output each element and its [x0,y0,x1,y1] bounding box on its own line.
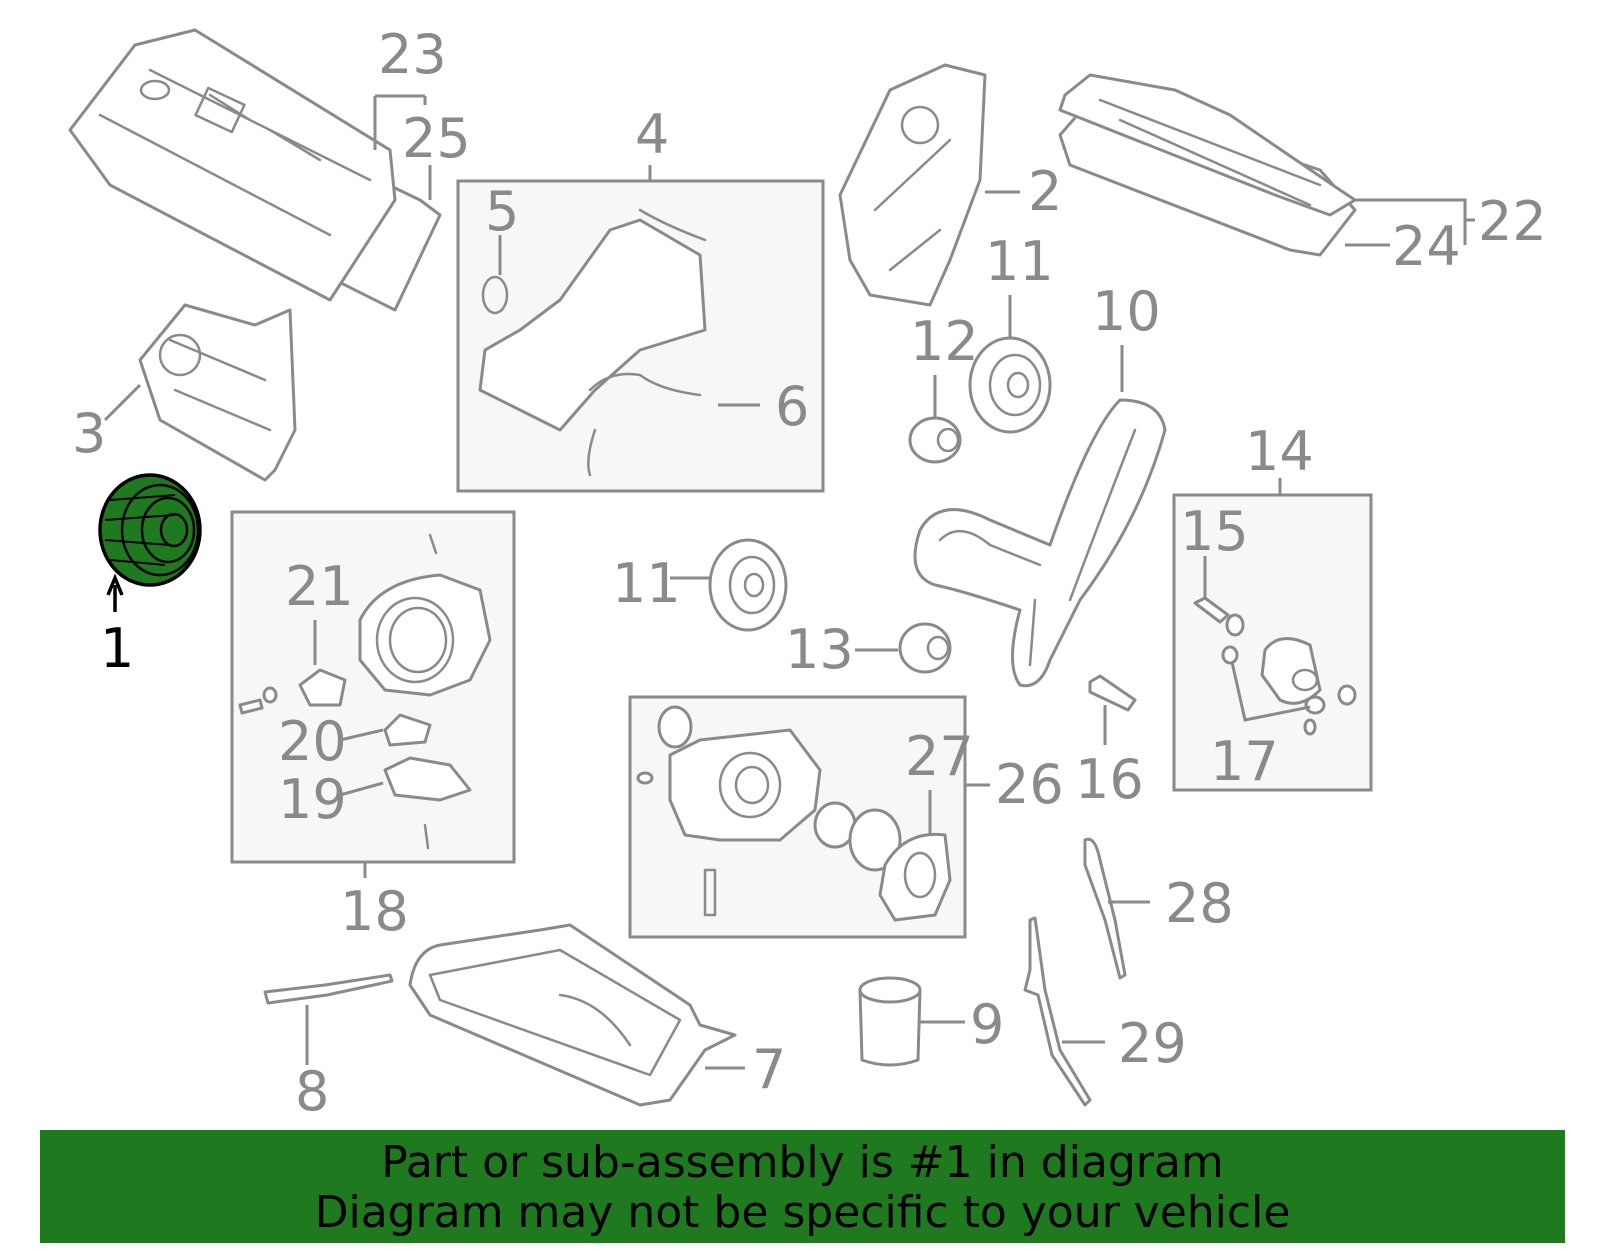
tensioner-part [1193,596,1357,736]
callout-11-upper: 11 [985,230,1054,293]
cam-sprocket-upper-part [968,336,1052,434]
timing-cover-gasket-part [478,208,707,477]
callout-10: 10 [1092,280,1161,343]
dipstick-28-part [1083,837,1127,980]
callout-27: 27 [905,725,974,788]
cylinder-head-cover-part [1058,73,1357,257]
leader-19 [339,781,384,797]
callout-14: 14 [1245,420,1314,483]
callout-6: 6 [775,375,809,438]
idler-pulley-part [908,416,962,464]
timing-cover-upper-part [838,63,987,307]
callout-18: 18 [340,880,409,943]
leader-17 [1230,661,1311,722]
callout-24: 24 [1392,215,1461,278]
timing-belt-part [913,398,1167,688]
callout-21: 21 [285,555,354,618]
dipstick-tube-8-part [263,973,394,1005]
callout-11-lower: 11 [612,552,681,615]
callout-28: 28 [1165,872,1234,935]
callout-17: 17 [1210,730,1279,793]
callout-4: 4 [635,103,669,166]
group-box-18 [230,510,516,864]
leader-3 [103,383,142,422]
callout-9: 9 [970,993,1004,1056]
callout-13: 13 [785,618,854,681]
info-banner: Part or sub-assembly is #1 in diagram Di… [40,1130,1565,1243]
oil-filter-part [858,976,922,1067]
banner-line-1: Part or sub-assembly is #1 in diagram [381,1137,1224,1188]
banner-line-2: Diagram may not be specific to your vehi… [314,1187,1291,1238]
callout-12: 12 [910,310,979,373]
throttle-body-part [238,533,492,850]
callout-19: 19 [278,768,347,831]
crank-sprocket-part [708,538,788,632]
callout-15: 15 [1180,500,1249,563]
crankshaft-pulley-part [98,473,202,587]
oil-pump-part [636,705,952,922]
callout-29: 29 [1118,1012,1187,1075]
callout-2: 2 [1028,160,1062,223]
callout-7: 7 [752,1038,786,1101]
timing-cover-lower-part [138,303,297,482]
bolt-16-part [1088,674,1137,712]
leader-20 [339,728,384,742]
callout-8: 8 [295,1060,329,1123]
callout-23: 23 [378,23,447,86]
callout-1: 1 [100,617,134,680]
callout-26: 26 [995,753,1064,816]
oil-pan-part [408,923,737,1107]
callout-3: 3 [72,402,106,465]
leader-23 [373,94,427,150]
valve-cover-part [68,28,442,312]
callout-25: 25 [402,107,471,170]
callout-20: 20 [278,710,347,773]
idler-lower-part [898,622,952,674]
leader-1 [106,573,124,612]
callout-16: 16 [1075,748,1144,811]
callout-5: 5 [485,180,519,243]
dipstick-tube-29-part [1023,916,1092,1107]
callout-22: 22 [1478,190,1547,253]
leader-22 [1355,198,1475,245]
